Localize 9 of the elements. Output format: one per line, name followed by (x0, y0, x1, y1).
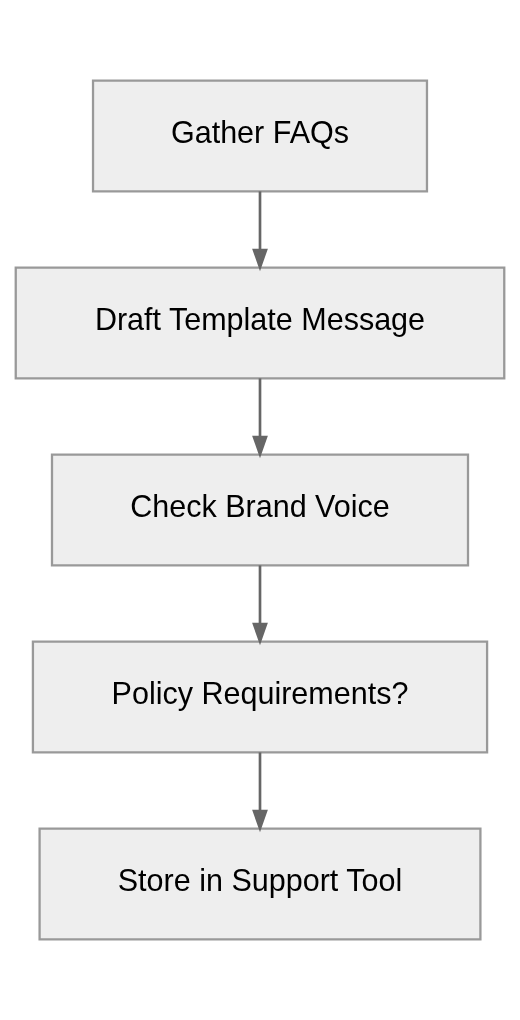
arrow (252, 565, 268, 646)
node-box: Check Brand Voice (50, 453, 470, 567)
arrow (252, 752, 268, 833)
node-box: Store in Support Tool (38, 827, 482, 941)
node-box: Gather FAQs (91, 79, 429, 193)
node-box: Draft Template Message (14, 266, 506, 380)
arrow (252, 191, 268, 272)
arrow (252, 378, 268, 459)
node-box: Policy Requirements? (31, 640, 489, 754)
